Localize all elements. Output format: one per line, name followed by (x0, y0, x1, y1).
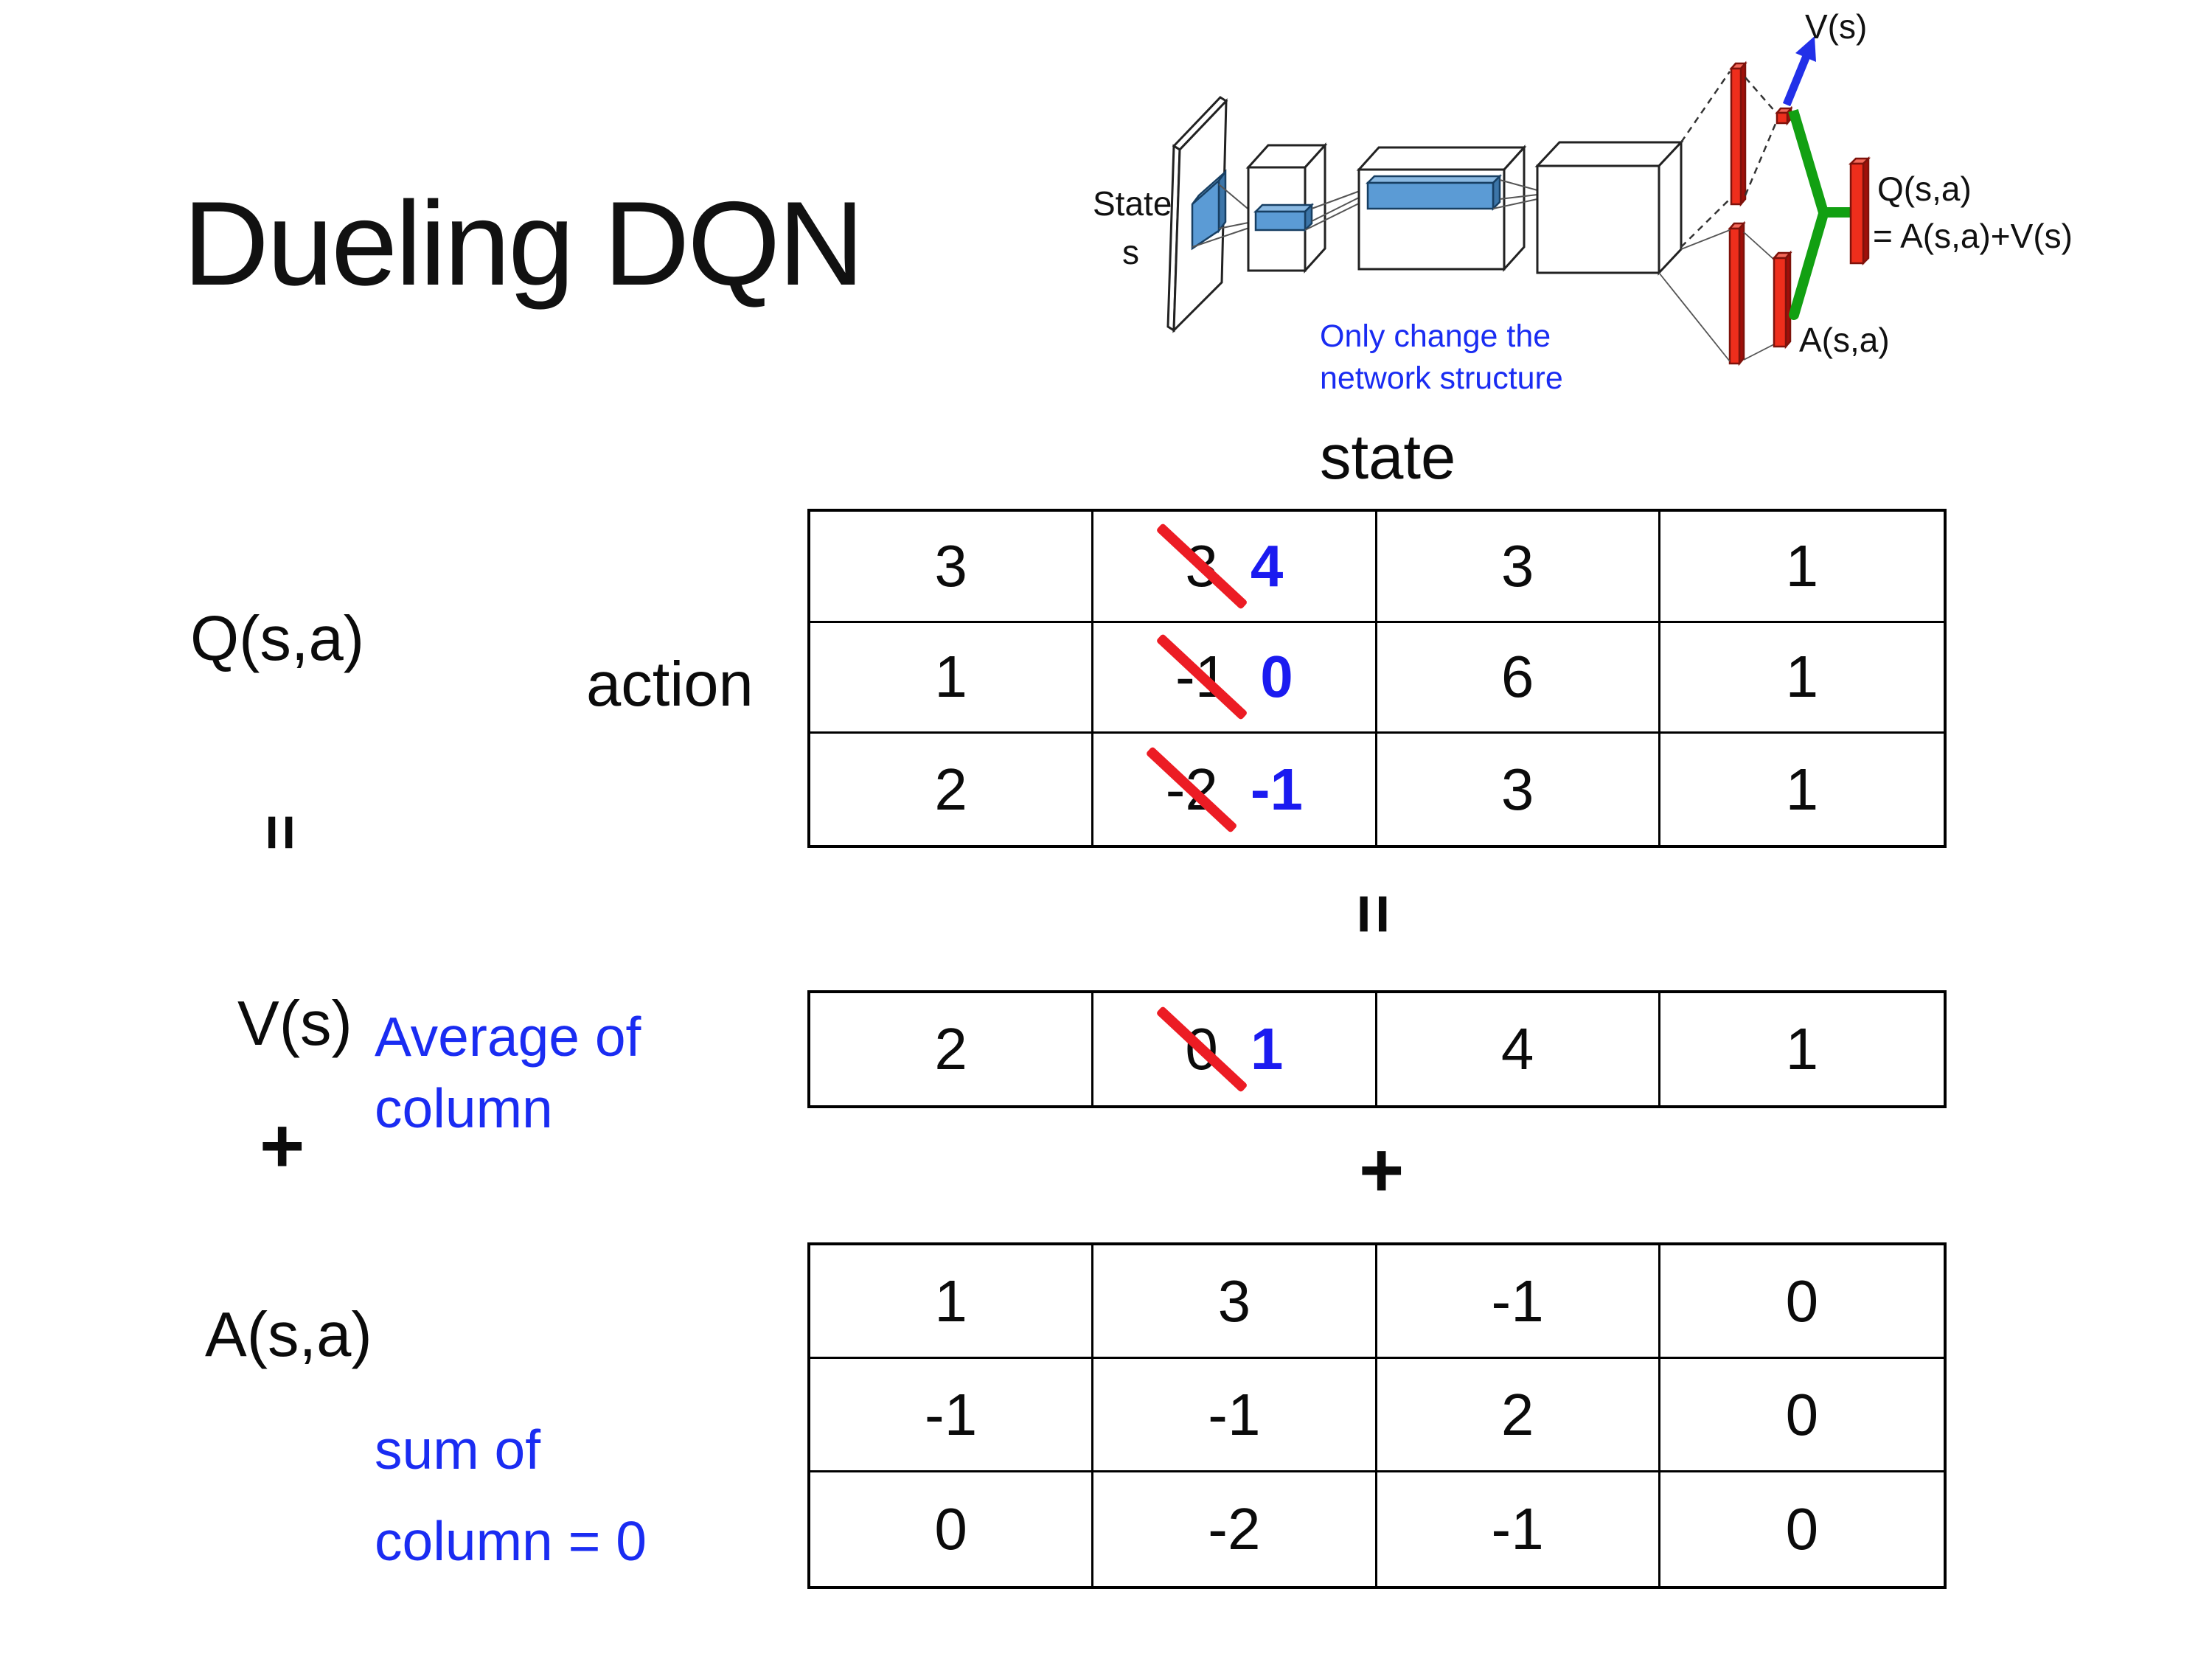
average-note-line1: Average of (375, 1006, 641, 1068)
equals-sign-left: = (245, 814, 316, 851)
q-cell-r2c3: 6 (1377, 622, 1660, 734)
connector-line (1192, 225, 1256, 248)
diagram-q-label-line2: = A(s,a)+V(s) (1873, 217, 2073, 255)
fc-box (1536, 164, 1660, 274)
q-cell-r3c2: -2 -1 (1093, 734, 1377, 845)
a-cell-r3c2: -2 (1093, 1472, 1377, 1586)
a-cell-r1c2: 3 (1093, 1245, 1377, 1359)
diagram-a-label: A(s,a) (1799, 321, 1890, 359)
connector-line (1492, 198, 1538, 209)
merge-green-upper (1788, 109, 1852, 218)
connector-line (1499, 194, 1538, 200)
connector-line (1658, 272, 1731, 362)
conv-patch-side (1217, 169, 1227, 234)
fc-box-side (1658, 139, 1683, 276)
diagram-note-line1: Only change the (1320, 319, 1551, 354)
corrected-value: 1 (1250, 1016, 1284, 1082)
feature-bar2 (1366, 181, 1495, 210)
sum-note-line1: sum of (375, 1419, 541, 1481)
q-cell-r2c4: 1 (1660, 623, 1944, 734)
average-note-line2: column (375, 1077, 553, 1139)
v-matrix-label: V(s) (237, 989, 352, 1059)
q-cell-r3c1: 2 (810, 734, 1094, 845)
q-matrix-label: Q(s,a) (190, 604, 365, 674)
q-output-bar (1849, 162, 1865, 265)
q-cell-r1c3: 3 (1377, 512, 1660, 623)
feature-bar1-top (1253, 204, 1315, 213)
a-cell-r1c3: -1 (1377, 1245, 1660, 1359)
corrected-value: 4 (1250, 532, 1284, 599)
a-cell-r1c4: 0 (1660, 1245, 1944, 1359)
a-cell-r3c4: 0 (1785, 1496, 1819, 1562)
conv-box2-top (1356, 146, 1527, 171)
v-cell-c1: 2 (810, 993, 1094, 1105)
v-node (1775, 111, 1789, 125)
crossed-old-value: -2 (1145, 745, 1238, 833)
feature-bar2-side (1492, 173, 1501, 212)
diagram-state-label: State (1093, 184, 1172, 223)
a-cell-r2c3: 2 (1377, 1359, 1660, 1472)
sum-note-line2: column = 0 (375, 1510, 647, 1572)
diagram-q-label-line1: Q(s,a) (1877, 170, 1972, 208)
diagram-note-line2: network structure (1320, 361, 1563, 396)
q-cell-r2c1: 1 (810, 622, 1094, 734)
q-cell-r2c2: -1 0 (1093, 622, 1377, 734)
corrected-value: -1 (1250, 756, 1304, 822)
q-cell-r3c4: 1 (1785, 756, 1819, 822)
a-cell-r1c1: 1 (810, 1245, 1094, 1359)
v-cell-c2: 0 1 (1093, 993, 1377, 1105)
action-axis-label: action (586, 650, 754, 720)
a-cell-r3c1: 0 (810, 1472, 1094, 1586)
page-title: Dueling DQN (183, 177, 864, 310)
plus-sign-center: + (1359, 1127, 1405, 1214)
a-values-table: 1 3 -1 0 -1 -1 2 0 0 -2 -1 0 (807, 1242, 1947, 1589)
dueling-network-diagram: State s V(s) Q(s,a) = A(s,a)+V(s) A(s,a)… (1093, 7, 2073, 396)
equals-sign-center: = (1335, 893, 1413, 935)
conv-patch (1191, 178, 1220, 251)
crossed-old-value: 0 (1155, 1006, 1248, 1093)
connector-line (1743, 344, 1775, 361)
corrected-value: 0 (1260, 644, 1293, 710)
arrow-up-icon (1795, 36, 1816, 62)
connector-line (1499, 179, 1538, 191)
q-values-table: 3 3 4 3 1 1 -1 0 6 1 2 -2 -1 3 1 (807, 509, 1947, 848)
advantage-fc-bar (1728, 227, 1741, 365)
connector-line (1680, 229, 1731, 250)
connector-line (1304, 198, 1368, 231)
crossed-old-value: 3 (1155, 522, 1248, 610)
a-cell-r2c4: 0 (1660, 1359, 1944, 1472)
feature-bar1 (1254, 210, 1307, 232)
diagram-v-label: V(s) (1805, 7, 1867, 46)
q-cell-r1c2: 3 4 (1093, 512, 1377, 623)
a-matrix-label: A(s,a) (205, 1300, 372, 1370)
q-cell-r1c1: 3 (810, 512, 1094, 623)
crossed-old-value: -1 (1155, 633, 1248, 721)
q-cell-r3c3: 3 (1377, 734, 1660, 845)
diagram-state-s-label: s (1122, 233, 1139, 271)
merge-green-lower (1789, 209, 1829, 320)
v-cell-c4: 1 (1785, 1016, 1819, 1082)
dashed-connector (1744, 123, 1777, 196)
a-cell-r2c1: -1 (810, 1359, 1094, 1472)
a-cell-r3c3: -1 (1377, 1472, 1660, 1586)
v-arrow-shaft (1782, 54, 1811, 107)
v-cell-c3: 4 (1377, 993, 1660, 1105)
value-fc-bar (1730, 67, 1742, 206)
a-cell-r2c2: -1 (1093, 1359, 1377, 1472)
a-output-bar (1773, 257, 1787, 348)
plus-sign-left: + (260, 1103, 305, 1189)
state-axis-label: state (1320, 422, 1456, 493)
dashed-connector (1745, 77, 1776, 113)
dashed-connector (1680, 71, 1731, 143)
connector-line (1743, 232, 1775, 260)
v-values-table: 2 0 1 4 1 (807, 990, 1947, 1108)
conv-box2-side (1503, 145, 1526, 272)
q-cell-r1c4: 1 (1660, 512, 1944, 623)
fc-box-top (1534, 141, 1684, 167)
feature-bar2-top (1365, 175, 1503, 184)
